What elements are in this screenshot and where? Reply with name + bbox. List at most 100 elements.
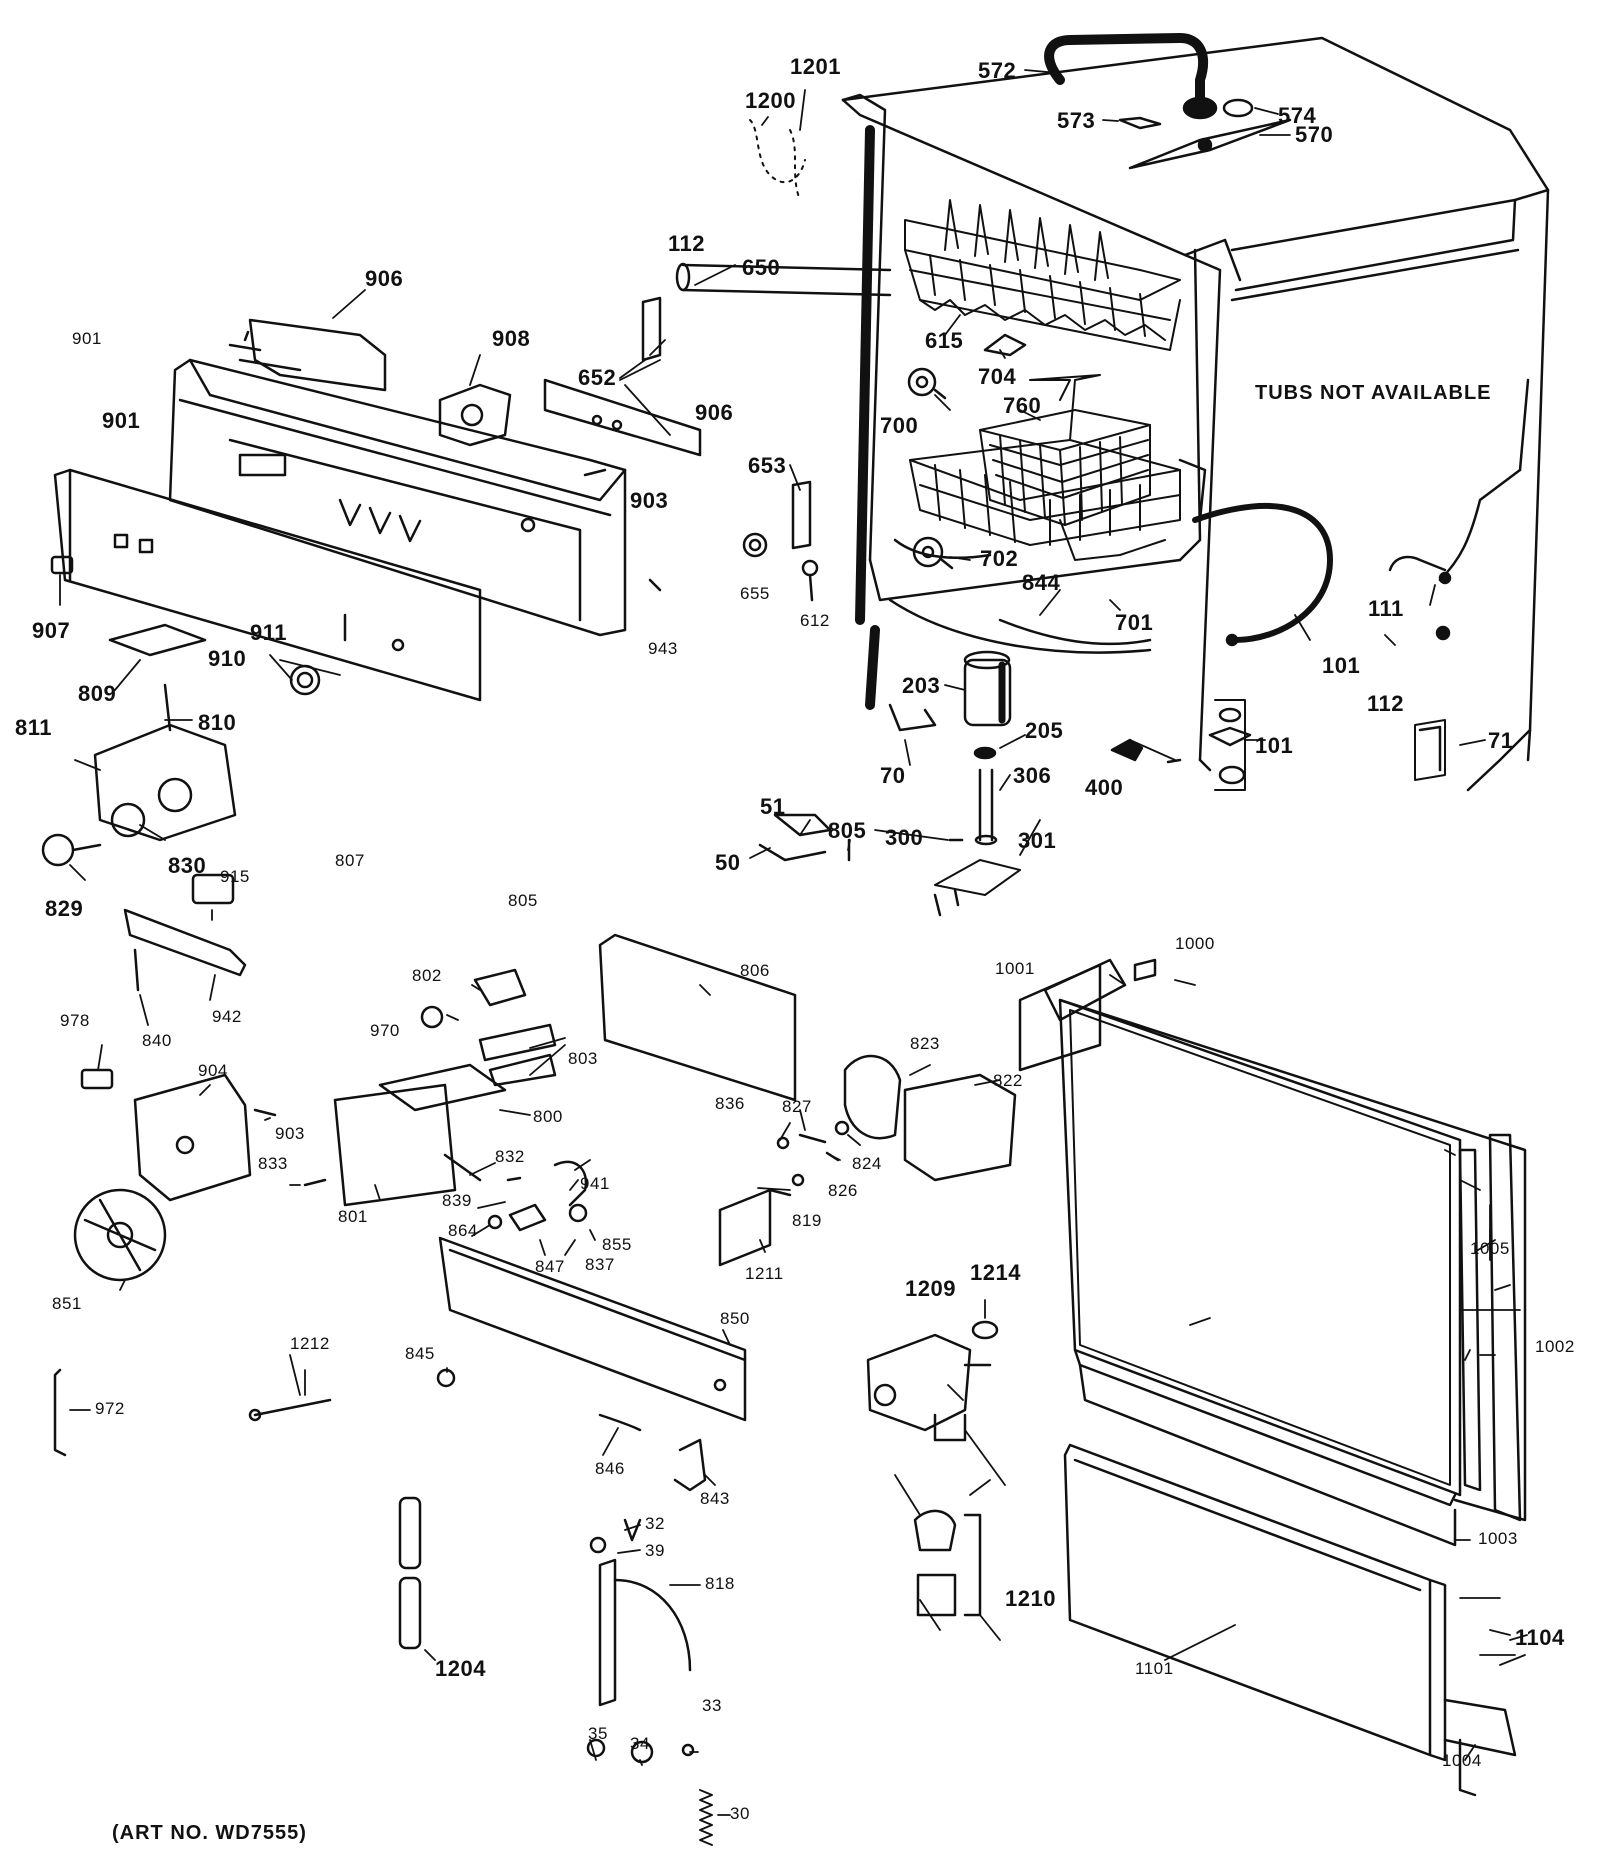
callout: 864: [448, 1221, 478, 1240]
callout: 101: [1255, 733, 1294, 758]
callout: 34: [630, 1734, 650, 1753]
callout: 801: [338, 1207, 368, 1226]
callout: 30: [730, 1804, 750, 1823]
callout: 809: [78, 681, 117, 706]
callout: 650: [742, 255, 781, 280]
callout: 111: [1368, 596, 1404, 621]
front-console: [53, 468, 482, 702]
callout: 836: [715, 1094, 745, 1113]
callout: 901: [72, 329, 102, 348]
callout: 903: [275, 1124, 305, 1143]
callout: 805: [508, 891, 538, 910]
callout: 941: [580, 1174, 610, 1193]
callout: 101: [1322, 653, 1361, 678]
callout: 1214: [970, 1260, 1021, 1285]
callout: 805: [828, 818, 867, 843]
callout: 400: [1085, 775, 1124, 800]
callout: 570: [1295, 122, 1334, 147]
callout: 807: [335, 851, 365, 870]
callout: 700: [880, 413, 919, 438]
callout: 803: [568, 1049, 598, 1068]
callout: 1003: [1478, 1529, 1518, 1548]
callout: 1210: [1005, 1586, 1056, 1611]
callout: 1004: [1442, 1751, 1482, 1770]
callout: 903: [630, 488, 669, 513]
callout: 33: [702, 1696, 722, 1715]
callout: 1005: [1470, 1239, 1510, 1258]
control-panel: [168, 358, 627, 637]
timer-904: [133, 1073, 252, 1202]
callout: 915: [220, 867, 250, 886]
callout: 1104: [1515, 1625, 1565, 1650]
callout: 843: [700, 1489, 730, 1508]
callout: 970: [370, 1021, 400, 1040]
tub-cabinet: [841, 36, 1550, 792]
callout: 655: [740, 584, 770, 603]
callout: 824: [852, 1154, 882, 1173]
callout: 702: [980, 546, 1019, 571]
callout: 819: [792, 1211, 822, 1230]
valve-1209: [866, 1333, 972, 1432]
callout: 833: [258, 1154, 288, 1173]
box-822: [903, 1073, 1017, 1182]
callout: 850: [720, 1309, 750, 1328]
callout: 1000: [1175, 934, 1215, 953]
callout: 943: [648, 639, 678, 658]
callout: 70: [880, 763, 906, 788]
callout: 573: [1057, 108, 1096, 133]
callout: 574: [1278, 103, 1317, 128]
housing-811: [93, 723, 237, 842]
callout: 839: [442, 1191, 472, 1210]
art-number: (ART NO. WD7555): [112, 1822, 307, 1844]
callout: 800: [533, 1107, 563, 1126]
callout: 845: [405, 1344, 435, 1363]
callout: 205: [1025, 718, 1064, 743]
callout: 615: [925, 328, 964, 353]
callout: 904: [198, 1061, 228, 1080]
housing-801: [333, 1083, 457, 1207]
callout: 906: [695, 400, 734, 425]
callout: 704: [978, 364, 1017, 389]
callout: 855: [602, 1235, 632, 1254]
arm-570: [1128, 118, 1292, 170]
upper-rack: [904, 199, 1181, 351]
callout: 818: [705, 1574, 735, 1593]
callout: 823: [910, 1034, 940, 1053]
callout: 840: [142, 1031, 172, 1050]
callout: 300: [885, 825, 924, 850]
callout: 830: [168, 853, 207, 878]
callout: 978: [60, 1011, 90, 1030]
callout: 832: [495, 1147, 525, 1166]
basket-760: [979, 374, 1151, 526]
callout: 847: [535, 1257, 565, 1276]
callout: 51: [760, 794, 786, 819]
tubs-note: TUBS NOT AVAILABLE: [1255, 382, 1492, 404]
rail-650: [681, 263, 892, 297]
leader-lines: [59, 69, 1528, 1816]
callout: 701: [1115, 610, 1154, 635]
callout: 942: [212, 1007, 242, 1026]
callout: 907: [32, 618, 71, 643]
callout: 1200: [745, 88, 796, 113]
callout: 911: [250, 620, 287, 645]
callout: 802: [412, 966, 442, 985]
callout: 35: [588, 1724, 608, 1743]
callout: 806: [740, 961, 770, 980]
callout: 112: [668, 231, 705, 256]
callout: 901: [102, 408, 141, 433]
callout: 32: [645, 1514, 665, 1533]
callout: 1101: [1135, 1659, 1174, 1678]
callout: 1211: [745, 1264, 784, 1283]
callout: 1204: [435, 1656, 486, 1681]
callout: 810: [198, 710, 237, 735]
callout: 829: [45, 896, 84, 921]
callout: 1001: [995, 959, 1035, 978]
door-assembly: [1018, 958, 1527, 1797]
kickpanel-1101: [1063, 1443, 1432, 1757]
callout: 972: [95, 1399, 125, 1418]
callout: 652: [578, 365, 617, 390]
callout: 827: [782, 1097, 812, 1116]
callout: 301: [1018, 828, 1057, 853]
